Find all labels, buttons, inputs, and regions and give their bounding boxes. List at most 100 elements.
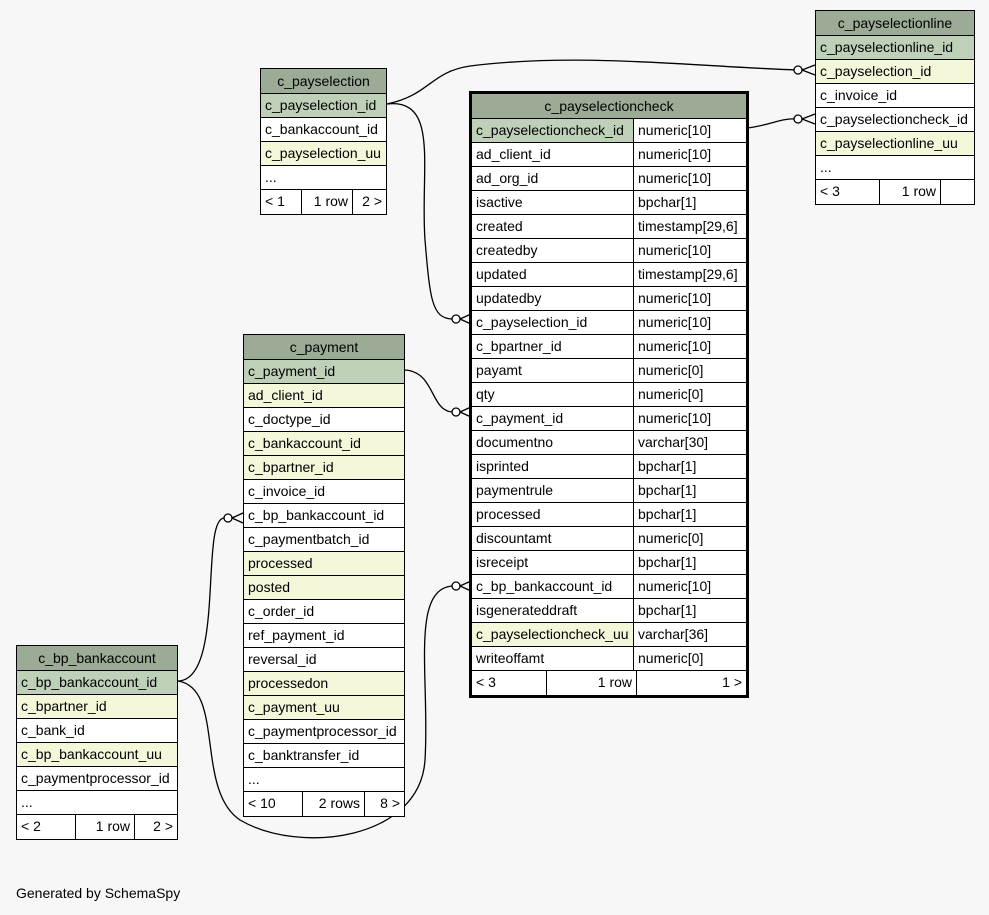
- footer-children: [940, 180, 974, 204]
- table-row[interactable]: c_invoice_id: [816, 84, 974, 108]
- footer-parents: < 3: [820, 183, 840, 199]
- table-row[interactable]: c_doctype_id: [244, 408, 404, 432]
- column-name: isactive: [476, 194, 523, 210]
- table-row[interactable]: c_bankaccount_id: [244, 432, 404, 456]
- footer-children: 2 >: [134, 815, 177, 839]
- table-row[interactable]: ad_client_id: [244, 384, 404, 408]
- column-name: c_bank_id: [21, 722, 85, 738]
- table-row[interactable]: c_bank_id: [17, 719, 177, 743]
- footer-rowcount: 1 row: [301, 190, 352, 214]
- column-name: ...: [248, 771, 260, 787]
- edge-payselectioncheck-to-payselectionline: [747, 118, 799, 129]
- table-row[interactable]: reversal_id: [244, 648, 404, 672]
- table-row[interactable]: c_payment_id: [244, 360, 404, 384]
- table-row[interactable]: c_paymentprocessor_id: [17, 767, 177, 791]
- column-type: numeric[10]: [633, 119, 746, 142]
- table-row[interactable]: c_payselectioncheck_id: [816, 108, 974, 132]
- table-row[interactable]: c_paymentprocessor_id: [244, 720, 404, 744]
- table-row[interactable]: created timestamp[29,6]: [472, 215, 746, 239]
- column-name: c_payselectionline_id: [820, 39, 954, 55]
- table-c-payselectioncheck[interactable]: c_payselectioncheck c_payselectioncheck_…: [469, 91, 749, 698]
- column-name: created: [476, 218, 523, 234]
- table-row[interactable]: c_order_id: [244, 600, 404, 624]
- table-footer: < 3 1 row 1 >: [472, 671, 746, 695]
- table-c-payselectionline[interactable]: c_payselectionline c_payselectionline_id…: [815, 10, 975, 205]
- column-name: c_paymentbatch_id: [248, 531, 370, 547]
- table-row[interactable]: ...: [17, 791, 177, 815]
- footer-parents: < 3: [476, 674, 496, 690]
- table-header[interactable]: c_payselectionline: [816, 11, 974, 36]
- table-c-payselection[interactable]: c_payselection c_payselection_id c_bankac…: [260, 68, 387, 215]
- table-row[interactable]: ...: [816, 156, 974, 180]
- table-row[interactable]: c_bp_bankaccount_uu: [17, 743, 177, 767]
- column-type: timestamp[29,6]: [633, 215, 746, 238]
- table-row[interactable]: posted: [244, 576, 404, 600]
- table-row[interactable]: c_payselection_uu: [261, 142, 386, 166]
- table-row[interactable]: c_payselectionline_uu: [816, 132, 974, 156]
- table-row[interactable]: c_bankaccount_id: [261, 118, 386, 142]
- table-row[interactable]: processed: [244, 552, 404, 576]
- column-name: payamt: [476, 362, 522, 378]
- column-type: varchar[30]: [633, 431, 746, 454]
- table-header[interactable]: c_payselection: [261, 69, 386, 94]
- table-row[interactable]: ...: [244, 768, 404, 792]
- table-row[interactable]: c_payselectionline_id: [816, 36, 974, 60]
- footer-parents: < 2: [21, 818, 41, 834]
- column-name: updatedby: [476, 290, 542, 306]
- table-row[interactable]: ref_payment_id: [244, 624, 404, 648]
- table-header[interactable]: c_bp_bankaccount: [17, 646, 177, 671]
- table-header[interactable]: c_payment: [244, 335, 404, 360]
- footer-parents: < 1: [265, 193, 285, 209]
- column-name: c_payment_id: [476, 410, 564, 426]
- column-name: updated: [476, 266, 527, 282]
- column-name: c_bpartner_id: [476, 338, 562, 354]
- table-row[interactable]: c_payselection_id: [261, 94, 386, 118]
- table-row[interactable]: c_paymentbatch_id: [244, 528, 404, 552]
- table-row[interactable]: c_bpartner_id: [17, 695, 177, 719]
- table-row[interactable]: c_invoice_id: [244, 480, 404, 504]
- table-row[interactable]: c_bp_bankaccount_id: [244, 504, 404, 528]
- table-footer: < 1 1 row 2 >: [261, 190, 386, 214]
- column-name: c_bankaccount_id: [248, 435, 361, 451]
- table-row[interactable]: c_banktransfer_id: [244, 744, 404, 768]
- column-name: c_bankaccount_id: [265, 121, 378, 137]
- table-row[interactable]: c_payment_uu: [244, 696, 404, 720]
- table-row[interactable]: c_bp_bankaccount_id: [17, 671, 177, 695]
- column-name: c_bp_bankaccount_id: [248, 507, 385, 523]
- table-header[interactable]: c_payselectioncheck: [472, 94, 746, 119]
- table-row[interactable]: c_payselection_id: [816, 60, 974, 84]
- table-row[interactable]: c_bpartner_id: [244, 456, 404, 480]
- column-name: createdby: [476, 242, 538, 258]
- table-row[interactable]: processedon: [244, 672, 404, 696]
- table-row[interactable]: ...: [261, 166, 386, 190]
- crowfoot-end-icon: [451, 581, 461, 591]
